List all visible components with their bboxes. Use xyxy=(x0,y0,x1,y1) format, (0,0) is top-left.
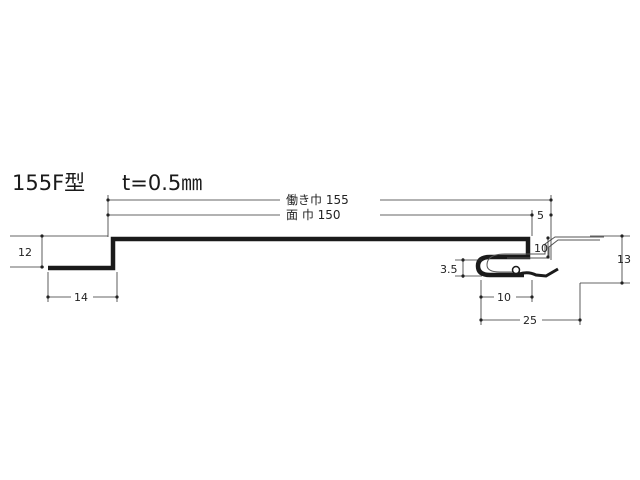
face-width-label: 面 巾 150 xyxy=(286,208,341,222)
adjacent-panel xyxy=(486,236,604,278)
dim-10-horizontal-label: 10 xyxy=(497,291,511,304)
dim-3-5-label: 3.5 xyxy=(440,263,458,276)
dim-5-label: 5 xyxy=(537,209,544,222)
dimension-lines: 働き巾 155 面 巾 150 5 10 12 14 xyxy=(10,191,631,327)
dim-13-label: 13 xyxy=(617,253,631,266)
adjacent-panel-upper-line xyxy=(486,236,604,273)
working-width-label: 働き巾 155 xyxy=(286,193,349,207)
panel-section-line xyxy=(48,236,531,278)
adjacent-panel-inner-line xyxy=(507,239,600,259)
joint-rivet-icon xyxy=(511,265,521,275)
main-panel-profile xyxy=(48,236,531,278)
model-title: 155F型 xyxy=(12,171,85,195)
dim-14-label: 14 xyxy=(74,291,88,304)
dim-12-label: 12 xyxy=(18,246,32,259)
adjacent-panel-hook xyxy=(518,267,559,278)
dim-10-vertical-label: 10 xyxy=(534,242,548,255)
thickness-label: t=0.5㎜ xyxy=(122,171,202,195)
dim-25-label: 25 xyxy=(523,314,537,327)
